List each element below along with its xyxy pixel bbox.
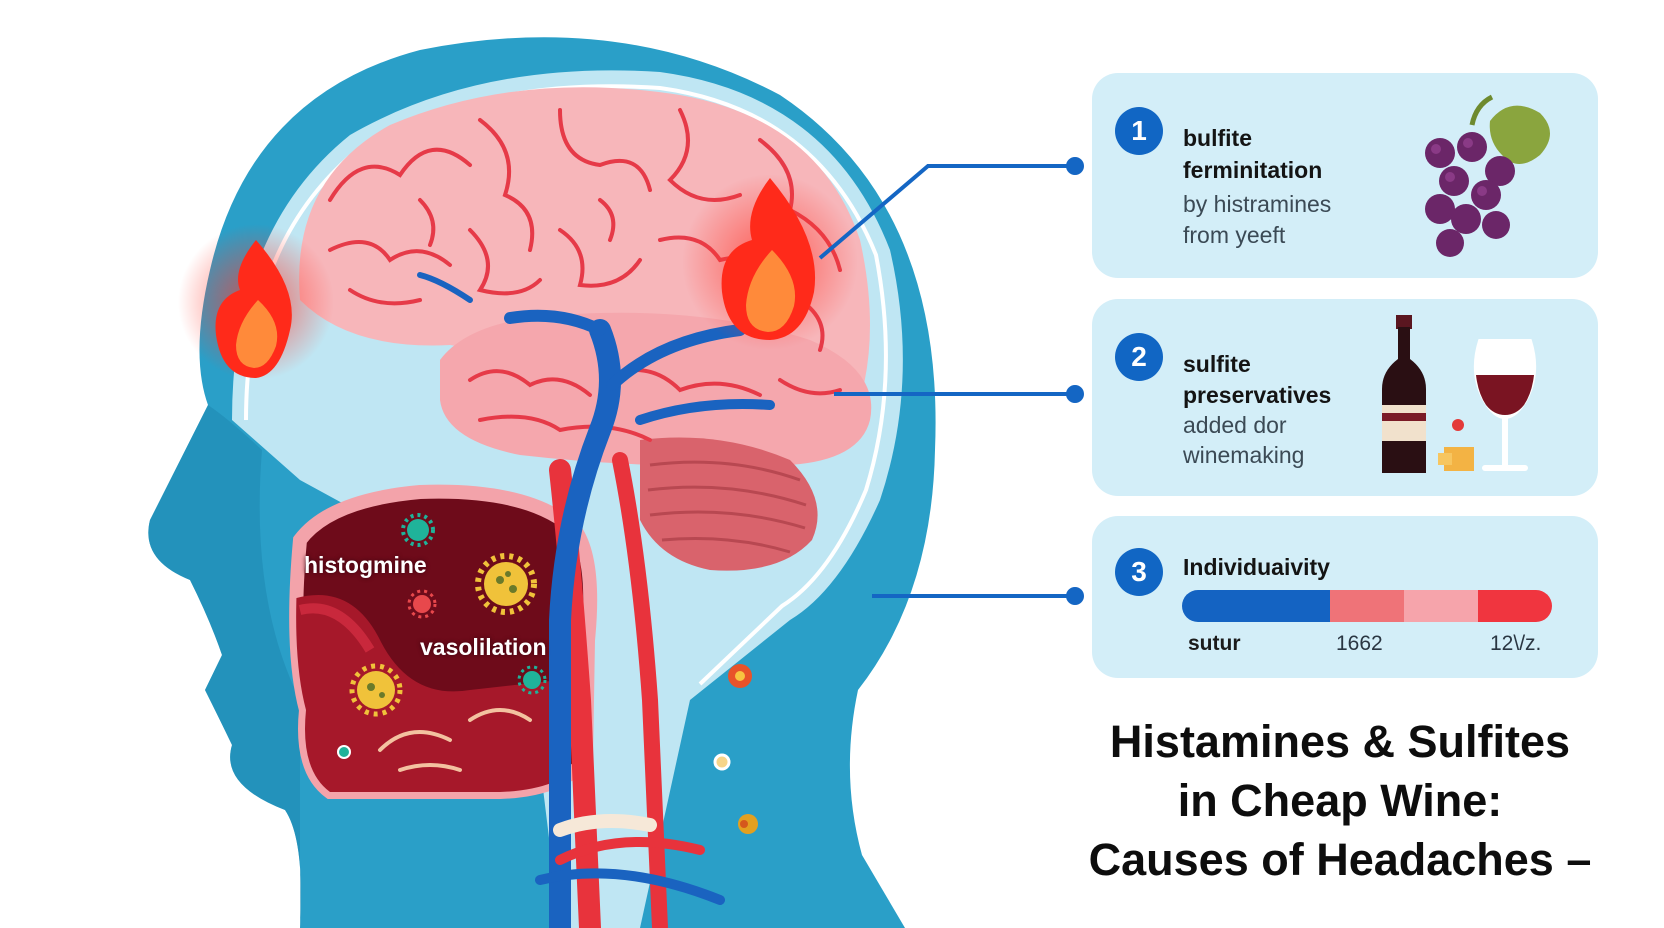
scale-label-mid: 1662 xyxy=(1336,632,1383,655)
scale-segment-4 xyxy=(1478,590,1552,622)
blood-vessels xyxy=(417,272,775,928)
card-heading-line: ferminitation xyxy=(1183,157,1323,183)
card-text-line: by histramines xyxy=(1183,191,1332,217)
card-text-line: from yeeft xyxy=(1183,222,1286,248)
scale-segment-3 xyxy=(1404,590,1478,622)
title-line: in Cheap Wine: xyxy=(1177,775,1503,826)
scale-label-low: sutur xyxy=(1188,632,1241,655)
flame-icon xyxy=(178,224,334,380)
sensitivity-scale-bar xyxy=(1182,590,1552,622)
card-heading-line: preservatives xyxy=(1183,382,1332,408)
cause-card-1: 1 bulfite ferminitation by histramines f… xyxy=(1092,73,1598,278)
skull-outline xyxy=(244,84,888,686)
title-line: Histamines & Sulfites xyxy=(1109,716,1571,767)
card-text-line: winemaking xyxy=(1183,442,1305,468)
step-badge: 3 xyxy=(1115,548,1163,596)
title-line: Causes of Headaches – xyxy=(1088,834,1592,885)
face-shading xyxy=(148,405,301,928)
scale-segment-2 xyxy=(1330,590,1404,622)
grapes-icon xyxy=(1425,94,1550,257)
connector-lines xyxy=(818,157,1084,605)
cause-card-2: 2 sulfite preservatives added dor winema… xyxy=(1092,299,1598,496)
card-text-line: added dor xyxy=(1183,412,1287,438)
card-heading-line: sulfite xyxy=(1183,351,1251,377)
step-badge: 1 xyxy=(1115,107,1163,155)
throat-label-vasodilation: vasolilation xyxy=(420,634,547,660)
step-badge: 2 xyxy=(1115,333,1163,381)
particles xyxy=(713,664,758,834)
card-heading-line: Individuaivity xyxy=(1183,554,1330,580)
cause-card-3: 3 Individuaivity sutur 1662 12\/z. xyxy=(1092,516,1598,678)
page-title: Histamines & Sulfites in Cheap Wine: Cau… xyxy=(1040,712,1640,889)
flame-icon xyxy=(682,174,858,350)
scale-label-high: 12\/z. xyxy=(1490,632,1542,655)
throat-label-histamine: histogmine xyxy=(304,552,427,578)
card-heading-line: bulfite xyxy=(1183,125,1252,151)
scale-segment-1 xyxy=(1182,590,1330,622)
brain xyxy=(299,87,872,571)
histamine-particles xyxy=(337,513,547,759)
wine-bottle-glass-icon xyxy=(1382,315,1537,473)
